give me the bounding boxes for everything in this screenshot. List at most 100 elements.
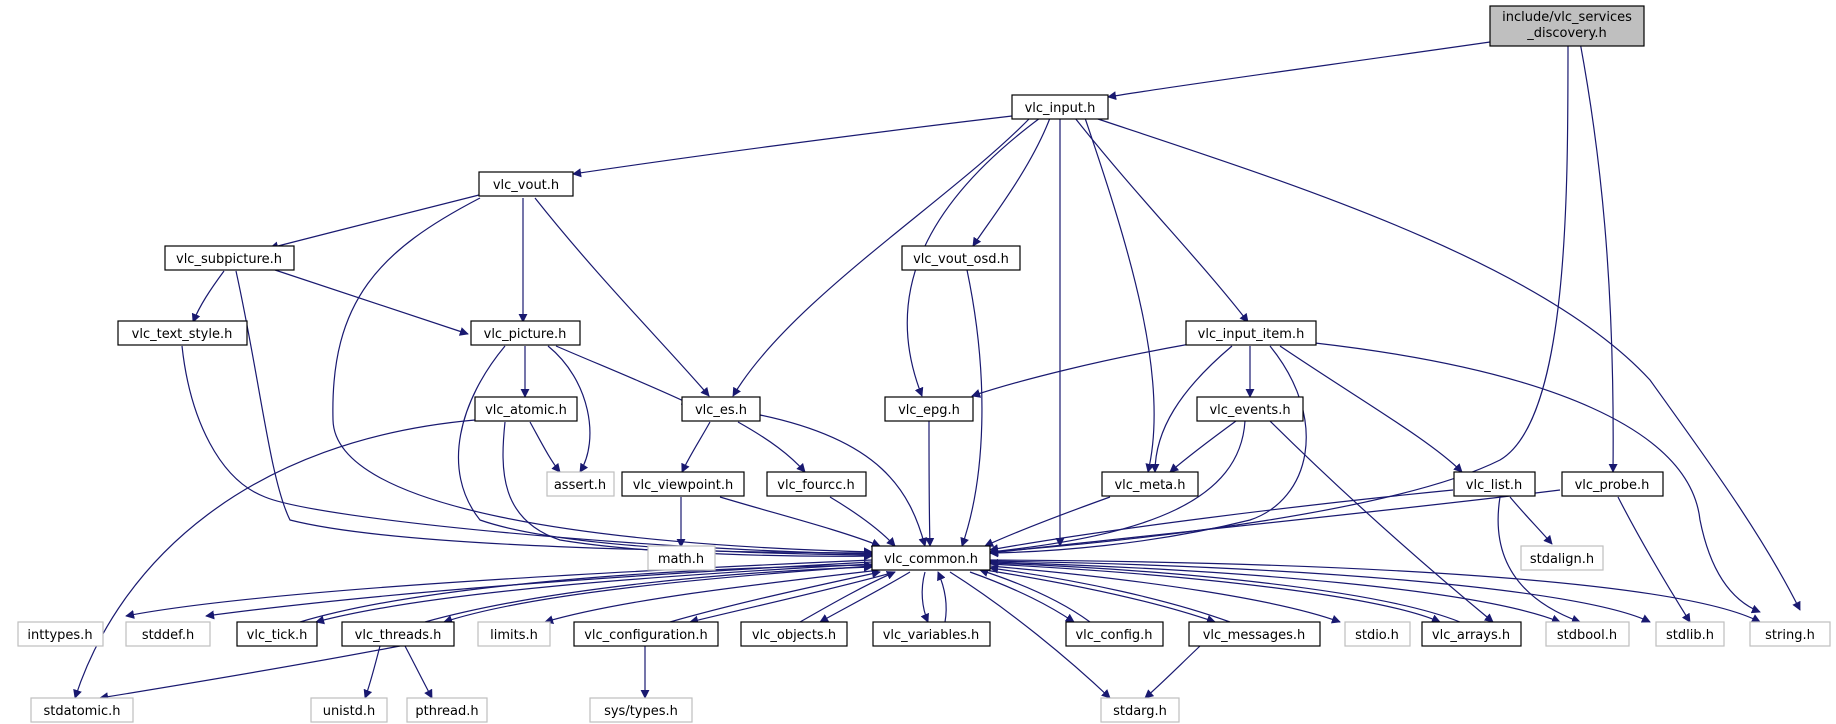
node-vlc-variables[interactable]: vlc_variables.h	[872, 621, 991, 647]
node-include-vlc-services-discovery[interactable]: include/vlc_services _discovery.h	[1489, 5, 1645, 47]
node-vlc-tick[interactable]: vlc_tick.h	[236, 621, 318, 647]
svg-text:math.h: math.h	[658, 552, 704, 567]
edge-vlc_input_item-vlc_list	[1279, 345, 1463, 473]
node-vlc-configuration[interactable]: vlc_configuration.h	[573, 621, 719, 647]
svg-text:vlc_vout.h: vlc_vout.h	[493, 178, 559, 193]
svg-text:vlc_meta.h: vlc_meta.h	[1114, 478, 1185, 493]
node-vlc-common[interactable]: vlc_common.h	[871, 545, 991, 571]
node-vlc-vout[interactable]: vlc_vout.h	[478, 171, 574, 197]
node-vlc-objects[interactable]: vlc_objects.h	[740, 621, 848, 647]
dependency-edges	[73, 41, 1801, 702]
node-vlc-epg[interactable]: vlc_epg.h	[884, 396, 974, 422]
edge-vlc_picture-assert	[547, 345, 591, 473]
node-stddef[interactable]: stddef.h	[125, 621, 211, 647]
edge-vlc_probe-vlc_common	[989, 489, 1561, 557]
edge-vlc_common-vlc_objects	[819, 571, 911, 623]
node-vlc-meta[interactable]: vlc_meta.h	[1101, 471, 1199, 497]
node-vlc-events[interactable]: vlc_events.h	[1196, 396, 1304, 422]
edge-vlc_input-string	[1094, 117, 1801, 611]
edge-root-vlc_input	[1107, 41, 1491, 101]
node-pthread[interactable]: pthread.h	[406, 697, 488, 723]
node-vlc-input[interactable]: vlc_input.h	[1011, 94, 1109, 120]
svg-text:unistd.h: unistd.h	[323, 704, 376, 719]
edge-vlc_tick-vlc_common	[299, 560, 873, 623]
node-vlc-subpicture[interactable]: vlc_subpicture.h	[164, 245, 295, 271]
edge-vlc_input_item-vlc_common	[989, 345, 1307, 558]
node-math[interactable]: math.h	[647, 545, 716, 571]
edge-vlc_events-vlc_arrays	[1269, 420, 1494, 623]
edge-vlc_subpicture-vlc_picture	[274, 269, 469, 336]
edge-vlc_threads-stdatomic	[99, 645, 401, 702]
edge-vlc_common-vlc_configuration	[689, 571, 896, 625]
node-limits[interactable]: limits.h	[477, 621, 551, 647]
edge-vlc_common-inttypes	[125, 559, 873, 619]
edge-vlc_list-vlc_common	[989, 489, 1454, 553]
svg-text:vlc_tick.h: vlc_tick.h	[247, 628, 308, 643]
node-vlc-threads[interactable]: vlc_threads.h	[341, 621, 455, 647]
svg-text:vlc_configuration.h: vlc_configuration.h	[584, 628, 708, 643]
svg-text:stdio.h: stdio.h	[1355, 628, 1399, 643]
node-vlc-vout-osd[interactable]: vlc_vout_osd.h	[901, 245, 1021, 271]
svg-text:vlc_viewpoint.h: vlc_viewpoint.h	[633, 478, 733, 493]
edge-vlc_subpicture-vlc_text_style	[191, 270, 225, 323]
node-assert[interactable]: assert.h	[546, 471, 615, 497]
edge-vlc_messages-vlc_common	[989, 564, 1231, 623]
edge-vlc_atomic-vlc_common	[502, 421, 873, 561]
node-vlc-atomic[interactable]: vlc_atomic.h	[474, 396, 578, 422]
edge-vlc_common-stdio	[989, 565, 1341, 624]
edge-vlc_common-stdarg	[949, 571, 1111, 699]
svg-text:string.h: string.h	[1765, 628, 1815, 643]
edge-vlc_picture-vlc_es	[555, 345, 691, 405]
edge-vlc_common-vlc_messages	[984, 569, 1216, 624]
edge-vlc_common-vlc_variables	[920, 571, 929, 623]
svg-text:stddef.h: stddef.h	[142, 628, 194, 643]
edge-root-vlc_probe	[1579, 41, 1618, 473]
node-vlc-config[interactable]: vlc_config.h	[1065, 621, 1164, 647]
node-vlc-arrays[interactable]: vlc_arrays.h	[1421, 621, 1522, 647]
node-vlc-picture[interactable]: vlc_picture.h	[470, 320, 581, 346]
svg-text:vlc_common.h: vlc_common.h	[884, 552, 978, 567]
svg-text:stdarg.h: stdarg.h	[1113, 704, 1167, 719]
node-vlc-input-item[interactable]: vlc_input_item.h	[1185, 320, 1317, 346]
svg-text:vlc_messages.h: vlc_messages.h	[1203, 628, 1306, 643]
node-stdatomic[interactable]: stdatomic.h	[30, 697, 134, 723]
node-inttypes[interactable]: inttypes.h	[17, 621, 104, 647]
svg-text:vlc_text_style.h: vlc_text_style.h	[132, 327, 233, 342]
edge-vlc_epg-vlc_common	[925, 420, 935, 547]
node-stdbool[interactable]: stdbool.h	[1545, 621, 1630, 647]
node-sys-types[interactable]: sys/types.h	[589, 697, 693, 723]
node-stdarg[interactable]: stdarg.h	[1100, 697, 1180, 723]
svg-text:vlc_picture.h: vlc_picture.h	[484, 327, 567, 342]
svg-text:vlc_list.h: vlc_list.h	[1466, 478, 1522, 493]
svg-text:stdlib.h: stdlib.h	[1666, 628, 1714, 643]
edge-vlc_arrays-vlc_common	[989, 558, 1461, 623]
edge-vlc_threads-vlc_common	[424, 562, 873, 623]
node-vlc-messages[interactable]: vlc_messages.h	[1188, 621, 1321, 647]
node-vlc-probe[interactable]: vlc_probe.h	[1561, 471, 1664, 497]
node-vlc-list[interactable]: vlc_list.h	[1453, 471, 1536, 497]
edge-vlc_picture-vlc_common	[457, 345, 873, 560]
svg-text:vlc_probe.h: vlc_probe.h	[1575, 478, 1650, 493]
node-stdalign[interactable]: stdalign.h	[1520, 545, 1604, 571]
node-string[interactable]: string.h	[1749, 621, 1831, 647]
svg-text:pthread.h: pthread.h	[415, 704, 478, 719]
node-vlc-text-style[interactable]: vlc_text_style.h	[117, 320, 248, 346]
edge-vlc_input-vlc_vout	[572, 115, 1013, 178]
node-vlc-fourcc[interactable]: vlc_fourcc.h	[766, 471, 867, 497]
svg-text:vlc_config.h: vlc_config.h	[1075, 628, 1152, 643]
svg-text:vlc_events.h: vlc_events.h	[1209, 403, 1290, 418]
node-stdlib[interactable]: stdlib.h	[1655, 621, 1725, 647]
edge-vlc_atomic-assert	[529, 421, 561, 473]
edge-vlc_input_item-string	[1314, 342, 1761, 614]
node-vlc-es[interactable]: vlc_es.h	[681, 396, 761, 422]
node-vlc-viewpoint[interactable]: vlc_viewpoint.h	[621, 471, 745, 497]
svg-text:vlc_threads.h: vlc_threads.h	[355, 628, 442, 643]
svg-text:stdalign.h: stdalign.h	[1530, 552, 1594, 567]
node-stdio[interactable]: stdio.h	[1344, 621, 1411, 647]
edge-vlc_variables-vlc_common	[937, 571, 947, 623]
edge-vlc_common-limits	[544, 569, 881, 625]
svg-text:vlc_variables.h: vlc_variables.h	[883, 628, 980, 643]
node-unistd[interactable]: unistd.h	[310, 697, 388, 723]
edge-vlc_es-vlc_common	[759, 414, 928, 547]
